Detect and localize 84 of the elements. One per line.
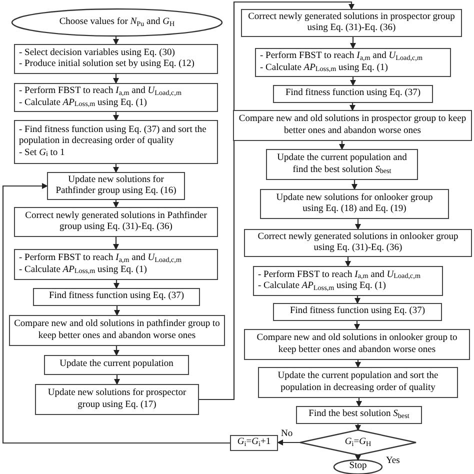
step-text: Compare new and old solutions in onlooker group to keep better ones and abandon worse ones — [256, 333, 458, 356]
arrow — [114, 375, 120, 385]
step-text: Find fitness function using Eq. (37) — [285, 88, 421, 100]
step-text: Find fitness function using Eq. (37) — [48, 291, 184, 303]
step-text: - Calculate AP$_{Loss,m}$ using Eq. (1) — [258, 281, 386, 292]
process-box — [253, 266, 443, 296]
step-text: Compare new and old solutions in pathfinder group to keep better ones and abandon worse ones — [14, 319, 220, 342]
step-text: G$_{i}$=G$_{i}$+1 — [237, 437, 271, 449]
node-label: Stop — [349, 461, 367, 473]
arrow — [113, 74, 119, 84]
arrow — [114, 306, 120, 316]
arrow — [339, 141, 345, 150]
step-text: Update new solutions for onlooker group using Eq. (18) and Eq. (19) — [275, 192, 434, 216]
arrow — [199, 1, 354, 400]
process-box — [9, 315, 225, 346]
arrow — [113, 112, 119, 121]
step-text: - Perform FBST to reach I$_{a,m}$ and U$_{Load,c,m}$ — [19, 253, 182, 264]
arrow — [355, 455, 361, 461]
process-box — [296, 406, 422, 424]
process-box — [241, 9, 462, 37]
step-text: - Perform FBST to reach I$_{a,m}$ and U$_{Load,c,m}$ — [19, 86, 182, 98]
step-text: Find the best solution S$_{best}$ — [308, 409, 410, 421]
arrow — [113, 164, 119, 173]
edge-label: No — [281, 428, 293, 439]
process-box — [33, 288, 200, 306]
arrow — [113, 200, 119, 208]
arrow — [355, 424, 361, 431]
node-label: Choose values for N$_{Pu}$ and G$_{H}$ — [59, 16, 175, 28]
step-text: Update the current population and sort the population in decreasing order of quality — [276, 371, 440, 394]
arrow — [350, 103, 356, 111]
process-box — [260, 189, 449, 219]
edge-label: Yes — [386, 456, 400, 466]
arrow — [355, 219, 361, 230]
step-text: Correct newly generated solutions in Pathfinder group using Eq. (31)-Eq. (36) — [24, 210, 208, 234]
process-box — [244, 329, 470, 360]
step-text: - Select decision variables using Eq. (30) — [19, 48, 175, 59]
step-text: - Calculate AP$_{Loss,m}$ using Eq. (1) — [19, 98, 147, 109]
step-text: - Calculate AP$_{Loss,m}$ using Eq. (1) — [19, 264, 147, 276]
process-box — [230, 435, 278, 451]
step-text: - Produce initial solution set by using Eq. (12) — [19, 59, 194, 70]
process-box — [14, 249, 218, 280]
step-text: Update the current population and find the best solution S$_{best}$ — [276, 153, 408, 176]
process-box — [14, 83, 218, 112]
process-box — [14, 207, 218, 237]
step-text: - Perform FBST to reach I$_{a,m}$ and U$_{Load,c,m}$ — [258, 270, 420, 281]
arrow — [345, 257, 351, 267]
process-box — [258, 367, 458, 398]
step-text: - Perform FBST to reach I$_{a,m}$ and U$_{Load,c,m}$ — [260, 51, 422, 62]
arrow — [114, 346, 120, 356]
arrow — [113, 237, 119, 250]
process-box — [273, 303, 442, 321]
arrow — [2, 183, 230, 444]
process-box — [266, 149, 418, 180]
arrow — [354, 321, 360, 330]
step-text: Correct newly generated solutions in onlooker group using Eq. (31)-Eq. (36) — [256, 232, 460, 254]
process-box — [233, 110, 472, 141]
arrow — [350, 37, 356, 49]
terminal-ellipse — [11, 8, 223, 37]
process-box — [14, 44, 218, 74]
step-text: - Calculate AP$_{Loss,m}$ using Eq. (1) — [260, 62, 388, 74]
process-box — [35, 384, 199, 415]
arrow — [354, 296, 360, 304]
arrow — [350, 77, 356, 86]
arrow — [355, 360, 361, 368]
arrow — [356, 398, 362, 407]
process-box — [255, 48, 451, 77]
step-text: Update the current population — [60, 359, 174, 371]
step-text: Update new solutions for Pathfinder group using Eq. (16) — [54, 174, 178, 198]
step-text: Find fitness function using Eq. (37) — [290, 306, 426, 318]
process-box — [244, 229, 472, 257]
process-box — [14, 120, 218, 164]
step-text: Compare new and old solutions in prospector group to keep better ones and abandon worse ones — [238, 114, 467, 137]
step-text: Correct newly generated solutions in prospector group using Eq. (31)-Eq. (36) — [247, 12, 456, 34]
arrow — [277, 440, 300, 446]
step-text: Update new solutions for prospector group using Eq. (17) — [46, 388, 188, 411]
arrow — [113, 36, 119, 45]
process-box — [273, 85, 433, 103]
node-label: G$_{i}$=G$_{H}$ — [344, 436, 372, 448]
process-box — [44, 355, 189, 375]
step-text: - Set G$_{i}$ to 1 — [19, 148, 65, 160]
arrow — [352, 180, 358, 190]
decision-diamond — [299, 429, 417, 456]
process-box — [47, 172, 185, 200]
arrow — [114, 280, 120, 289]
